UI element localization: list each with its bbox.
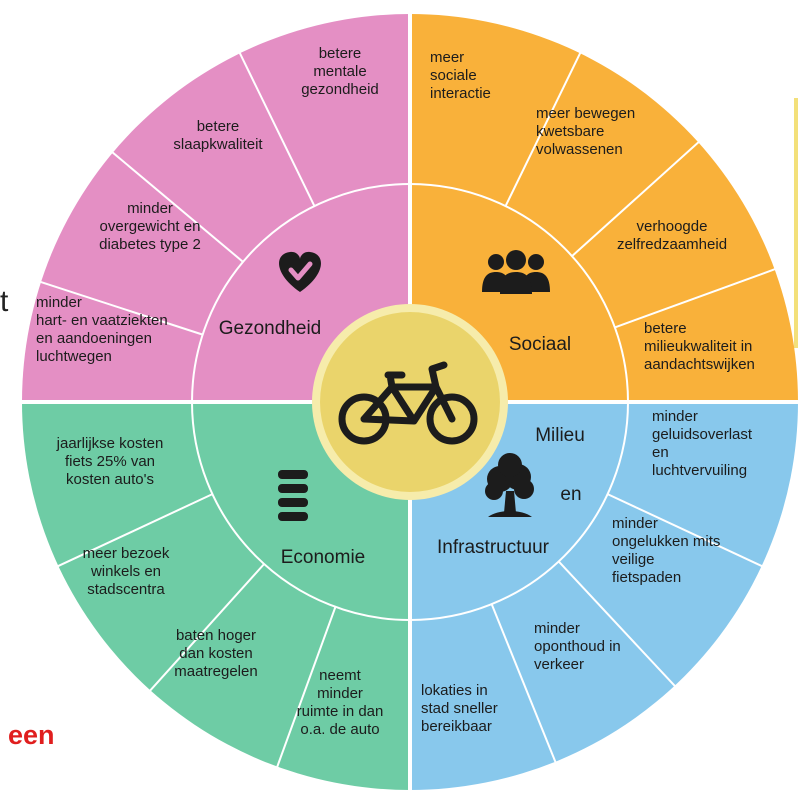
- heart-check-icon: [279, 251, 321, 292]
- quadrant-label-gezondheid: Gezondheid: [219, 318, 321, 339]
- center-disc: [320, 312, 500, 492]
- spoke-line: [238, 51, 316, 207]
- quadrant-gezondheid: [22, 14, 410, 402]
- quadrant-label-milieu: en: [560, 484, 581, 505]
- spoke-line: [614, 267, 777, 329]
- cropped-text-fragment-bottom: een: [8, 720, 55, 750]
- spoke-line: [607, 493, 764, 568]
- quadrant-sociaal: [410, 14, 798, 402]
- inner-ring-line: [191, 183, 629, 621]
- quadrant-label-milieu: Infrastructuur: [437, 537, 550, 558]
- quadrant-label-economie: Economie: [281, 547, 366, 568]
- spoke-line: [110, 150, 244, 263]
- cropped-text-fragment-left: t: [0, 285, 9, 318]
- coins-icon: [276, 468, 310, 523]
- spoke-line: [148, 563, 265, 693]
- quadrant-label-sociaal: Sociaal: [509, 334, 571, 355]
- spoke-line: [490, 603, 558, 764]
- cropped-yellow-edge: [794, 98, 798, 348]
- spoke-line: [275, 606, 337, 769]
- tree-icon: [485, 453, 534, 517]
- spoke-line: [56, 493, 213, 568]
- spoke-line: [38, 280, 203, 336]
- quadrant-economie: [22, 402, 410, 790]
- bicycle-icon: [338, 361, 478, 445]
- spoke-line: [504, 51, 582, 207]
- spoke-line: [557, 560, 677, 688]
- spoke-line: [571, 140, 701, 257]
- quadrant-label-milieu: Milieu: [535, 425, 585, 446]
- people-icon: [482, 250, 550, 294]
